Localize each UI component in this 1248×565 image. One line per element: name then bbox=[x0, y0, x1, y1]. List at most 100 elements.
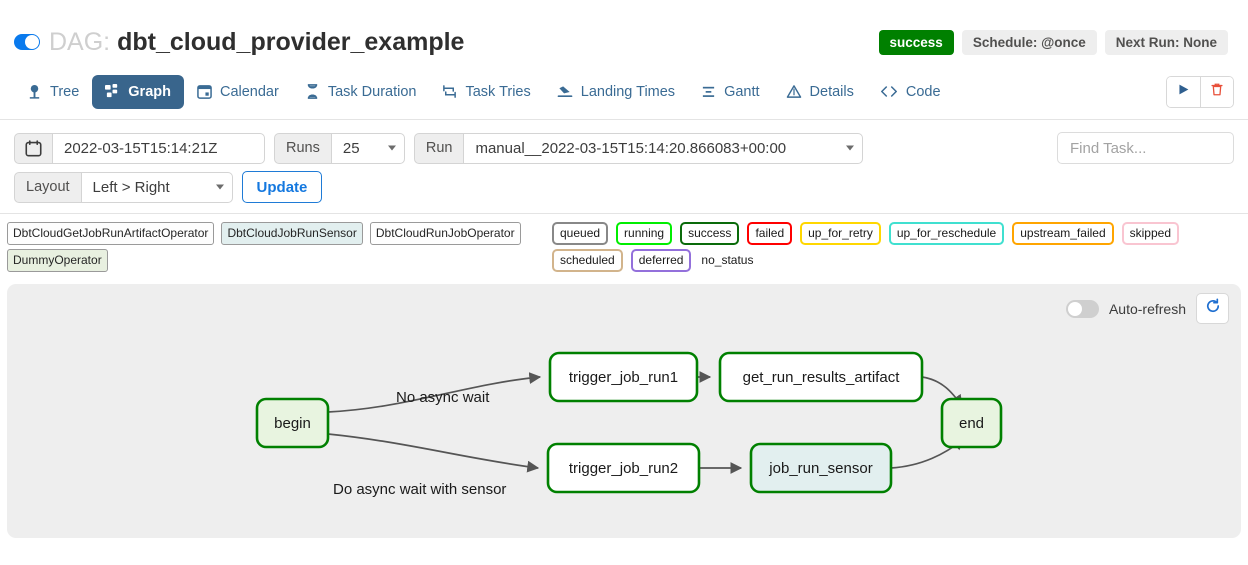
tab-graph[interactable]: Graph bbox=[92, 74, 184, 109]
run-group: Run manual__2022-03-15T15:14:20.866083+0… bbox=[413, 132, 864, 164]
legend-status-chip: up_for_retry bbox=[800, 222, 881, 245]
runs-select[interactable]: 25 bbox=[330, 132, 405, 164]
tab-landing-times[interactable]: Landing Times bbox=[544, 75, 688, 109]
run-label: Run bbox=[413, 132, 465, 164]
graph-node-trigger-job-run2 bbox=[546, 442, 701, 494]
edge-label-do-async-wait: Do async wait with sensor bbox=[333, 481, 507, 498]
tab-label: Landing Times bbox=[580, 83, 676, 100]
legend-status-chip: failed bbox=[747, 222, 793, 245]
retry-icon bbox=[442, 84, 457, 99]
trash-icon bbox=[1210, 82, 1224, 102]
gantt-icon bbox=[701, 84, 716, 99]
tab-task-duration[interactable]: Task Duration bbox=[292, 75, 430, 109]
tab-label: Tree bbox=[50, 83, 80, 100]
calendar-icon bbox=[197, 84, 212, 99]
tab-label: Code bbox=[905, 83, 941, 100]
delete-dag-button[interactable] bbox=[1200, 76, 1233, 107]
legend-status-chip: success bbox=[680, 222, 740, 245]
run-filter-bar: 2022-03-15T15:14:21Z Runs 25 Run manual_… bbox=[0, 120, 1248, 214]
refresh-button[interactable] bbox=[1196, 293, 1229, 324]
status-badge: success bbox=[878, 29, 954, 55]
tab-calendar[interactable]: Calendar bbox=[184, 75, 292, 109]
chevron-down-icon bbox=[215, 184, 224, 190]
next-run-badge: Next Run: None bbox=[1104, 29, 1228, 55]
hourglass-icon bbox=[305, 84, 320, 99]
graph-node-get-run-results-artifact bbox=[718, 351, 924, 403]
graph-icon bbox=[105, 84, 120, 99]
trigger-dag-button[interactable] bbox=[1167, 76, 1200, 107]
auto-refresh-label: Auto-refresh bbox=[1108, 300, 1186, 317]
graph-node-begin bbox=[255, 397, 330, 449]
toggle-knob bbox=[1067, 301, 1082, 316]
canvas-toolbar: Auto-refresh bbox=[1065, 293, 1229, 324]
legend-operator-chip: DbtCloudJobRunSensor bbox=[221, 222, 363, 245]
run-value: manual__2022-03-15T15:14:20.866083+00:00 bbox=[475, 139, 787, 157]
chevron-down-icon bbox=[846, 145, 855, 151]
status-legend: queued running success failed up_for_ret… bbox=[542, 222, 1241, 272]
edge-begin-to-trigger2 bbox=[327, 433, 540, 473]
operator-legend: DbtCloudGetJobRunArtifactOperator DbtClo… bbox=[7, 222, 542, 272]
tab-label: Graph bbox=[128, 83, 171, 100]
legend-no-status-label: no_status bbox=[701, 253, 754, 267]
legend-status-chip: skipped bbox=[1121, 222, 1179, 245]
dag-action-group bbox=[1166, 75, 1234, 108]
layout-group: Layout Left > Right bbox=[14, 171, 233, 203]
landing-icon bbox=[557, 84, 573, 99]
page-title: dbt_cloud_provider_example bbox=[117, 27, 465, 56]
edge-label-no-async-wait: No async wait bbox=[396, 389, 490, 406]
tab-gantt[interactable]: Gantt bbox=[688, 75, 772, 109]
graph-canvas[interactable]: Auto-refresh bbox=[7, 284, 1241, 538]
runs-value: 25 bbox=[342, 139, 360, 157]
legend-bar: DbtCloudGetJobRunArtifactOperator DbtClo… bbox=[0, 214, 1248, 281]
graph-node-trigger-job-run1 bbox=[548, 351, 699, 403]
filter-row-2: Layout Left > Right Update bbox=[14, 171, 1234, 203]
pause-toggle-icon[interactable] bbox=[14, 34, 40, 50]
legend-operator-chip: DbtCloudGetJobRunArtifactOperator bbox=[7, 222, 215, 245]
warning-triangle-icon bbox=[786, 84, 802, 99]
tab-label: Gantt bbox=[724, 83, 760, 100]
dag-prefix-label: DAG: bbox=[49, 27, 111, 56]
tab-label: Details bbox=[809, 83, 854, 100]
tree-icon bbox=[27, 84, 42, 99]
tab-code[interactable]: Code bbox=[867, 75, 954, 109]
view-tabbar: Tree Graph Calendar Task Duration Task T… bbox=[0, 64, 1248, 120]
play-icon bbox=[1177, 83, 1190, 101]
calendar-icon[interactable] bbox=[14, 132, 53, 164]
legend-operator-chip: DummyOperator bbox=[7, 249, 108, 272]
base-date-group: 2022-03-15T15:14:21Z bbox=[14, 132, 265, 164]
tab-details[interactable]: Details bbox=[773, 75, 867, 109]
chevron-down-icon bbox=[387, 145, 396, 151]
run-select[interactable]: manual__2022-03-15T15:14:20.866083+00:00 bbox=[463, 132, 864, 164]
legend-status-chip: scheduled bbox=[552, 249, 623, 272]
runs-label: Runs bbox=[274, 132, 332, 164]
legend-status-chip: running bbox=[616, 222, 673, 245]
auto-refresh-toggle[interactable] bbox=[1065, 299, 1099, 318]
code-brackets-icon bbox=[880, 84, 898, 99]
legend-status-chip: queued bbox=[552, 222, 609, 245]
layout-label: Layout bbox=[14, 171, 82, 203]
base-date-input[interactable]: 2022-03-15T15:14:21Z bbox=[52, 132, 265, 164]
filter-row-1: 2022-03-15T15:14:21Z Runs 25 Run manual_… bbox=[14, 132, 1234, 164]
tab-label: Calendar bbox=[219, 83, 279, 100]
layout-select[interactable]: Left > Right bbox=[80, 171, 233, 203]
graph-edges bbox=[255, 351, 1003, 494]
runs-group: Runs 25 bbox=[274, 132, 405, 164]
legend-operator-chip: DbtCloudRunJobOperator bbox=[369, 222, 521, 245]
update-button[interactable]: Update bbox=[241, 171, 323, 203]
legend-status-chip: up_for_reschedule bbox=[888, 222, 1005, 245]
search-input[interactable]: Find Task... bbox=[1057, 132, 1234, 164]
tab-label: Task Duration bbox=[327, 83, 417, 100]
refresh-icon bbox=[1205, 298, 1221, 319]
legend-status-chip: upstream_failed bbox=[1012, 222, 1114, 245]
edge-begin-to-trigger1 bbox=[327, 372, 542, 413]
tab-tree[interactable]: Tree bbox=[14, 75, 92, 109]
layout-value: Left > Right bbox=[92, 178, 170, 196]
graph-node-end bbox=[940, 397, 1003, 449]
graph-node-job-run-sensor bbox=[749, 442, 893, 494]
schedule-badge: Schedule: @once bbox=[961, 29, 1097, 55]
tab-task-tries[interactable]: Task Tries bbox=[429, 75, 543, 109]
legend-status-chip: deferred bbox=[630, 249, 692, 272]
page-header: DAG: dbt_cloud_provider_example success … bbox=[0, 0, 1248, 64]
toggle-knob bbox=[25, 35, 39, 49]
header-badges: success Schedule: @once Next Run: None bbox=[878, 29, 1234, 55]
